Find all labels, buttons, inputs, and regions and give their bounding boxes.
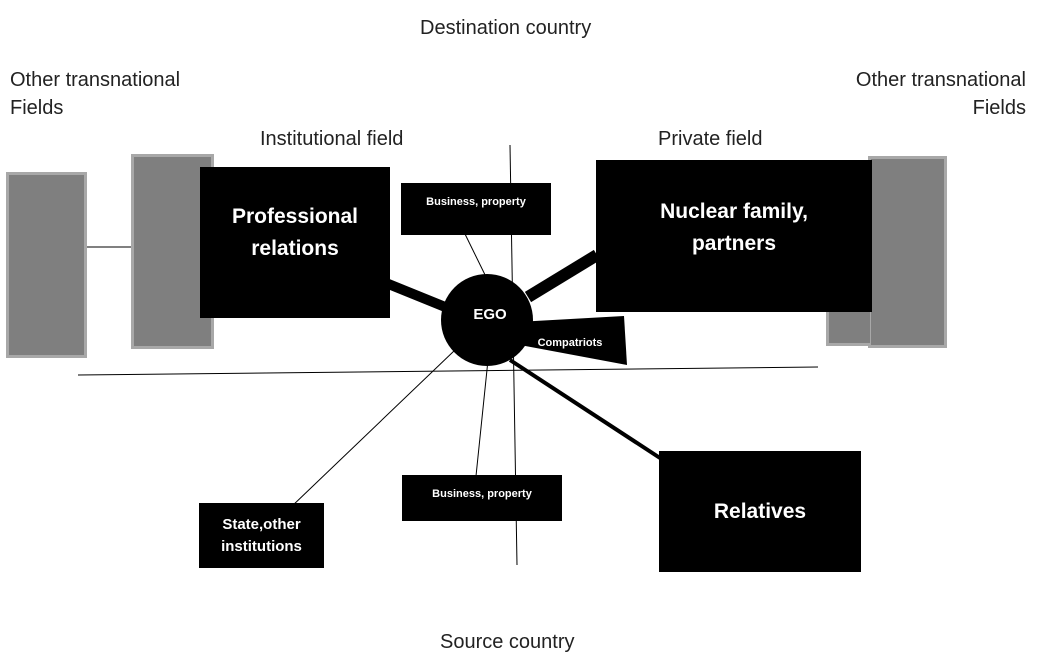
- country-divider-line: [77, 366, 819, 376]
- private-field-label: Private field: [658, 128, 763, 150]
- ego-node: [441, 274, 533, 366]
- link-state: [289, 349, 456, 509]
- business-property-top-node: Business, property: [401, 183, 551, 235]
- ego-label: EGO: [473, 305, 507, 323]
- other-field-left-outer: [6, 172, 87, 358]
- destination-country-label: Destination country: [420, 17, 592, 39]
- relatives-node: Relatives: [659, 451, 861, 572]
- compatriots-label: Compatriots: [537, 337, 603, 349]
- link-business-bottom: [475, 359, 489, 477]
- other-field-right-outer: [868, 156, 947, 348]
- link-relatives: [508, 358, 662, 460]
- link-nuclear: [524, 249, 601, 303]
- state-institutions-node: State,other institutions: [199, 503, 324, 568]
- business-property-bottom-node: Business, property: [402, 475, 562, 521]
- nuclear-family-node: Nuclear family, partners: [596, 160, 872, 312]
- other-fields-left-label: Other transnational Fields: [10, 69, 181, 119]
- source-country-label: Source country: [440, 631, 575, 653]
- institutional-field-label: Institutional field: [260, 128, 404, 150]
- professional-relations-node: Professional relations: [200, 167, 390, 318]
- compatriots-node: [517, 316, 627, 365]
- other-fields-right-label: Other transnational Fields: [855, 69, 1026, 119]
